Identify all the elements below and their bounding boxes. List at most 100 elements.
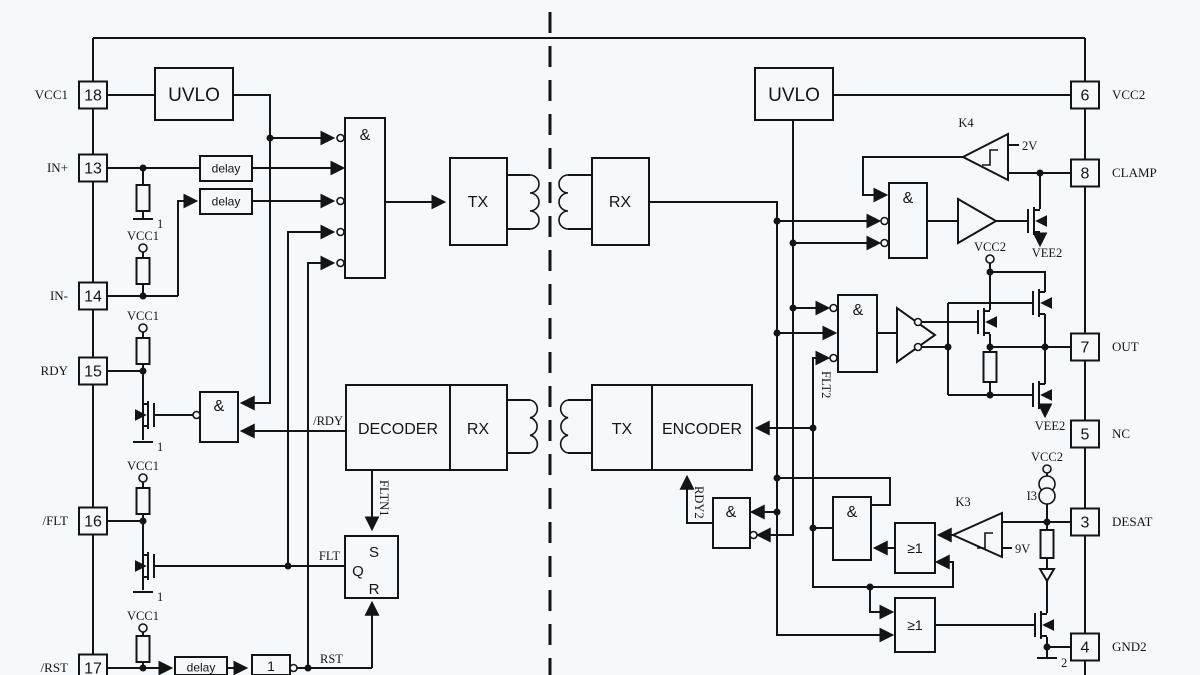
fault-and-gate: &	[832, 496, 872, 561]
uvlo1-block: UVLO	[154, 67, 234, 121]
pin-16-label: /FLT	[42, 513, 68, 528]
rx2-label: RX	[467, 421, 490, 438]
delay2-label: delay	[212, 195, 241, 209]
pin-15-number: 15	[84, 364, 102, 381]
pin-8: 8 CLAMP	[1070, 158, 1157, 188]
pin-4-number: 4	[1081, 640, 1090, 657]
clamp-mosfet	[1026, 207, 1048, 235]
desat-current-source-icon	[1038, 475, 1056, 505]
pin-6-label: VCC2	[1112, 87, 1145, 102]
gnd1-label-3: 1	[157, 590, 163, 604]
fltn1-label: FLTN1	[377, 480, 391, 516]
pin-5-label: NC	[1112, 426, 1130, 441]
gnd1-label-2: 1	[157, 440, 163, 454]
ref-2v-label: 2V	[1022, 139, 1037, 153]
tx1-block: TX	[449, 157, 508, 246]
vcc1-label-2: VCC1	[127, 309, 159, 323]
rdy2-label: RDY2	[692, 486, 706, 519]
pin-3-number: 3	[1081, 515, 1090, 532]
pin-6: 6 VCC2	[1070, 80, 1145, 110]
vcc1-label-4: VCC1	[127, 609, 159, 623]
pin-16: 16 /FLT	[42, 506, 108, 536]
input-and-gate-label: &	[360, 127, 371, 144]
tx2-label: TX	[612, 421, 633, 438]
pin-8-number: 8	[1081, 166, 1090, 183]
k3-label: K3	[955, 495, 970, 509]
pin-3-label: DESAT	[1112, 514, 1153, 529]
pin-13: 13 IN+	[47, 153, 108, 183]
blanking-or-gate: ≥1	[894, 597, 936, 653]
rst-delay-block: delay	[174, 656, 228, 675]
k4-label: K4	[958, 116, 974, 130]
flt-pulldown-mosfet	[133, 521, 155, 593]
encoder-label: ENCODER	[662, 421, 742, 438]
pin-15-label: RDY	[41, 363, 69, 378]
pin-16-number: 16	[84, 514, 102, 531]
tx1-label: TX	[468, 194, 489, 211]
rst-label: RST	[320, 652, 343, 666]
vcc1-label-3: VCC1	[127, 459, 159, 473]
driver-and-gate: &	[829, 294, 878, 373]
desat-blanking-diode	[1038, 568, 1056, 583]
decoder-rx-block: DECODER RX	[345, 384, 508, 471]
decoder-label: DECODER	[358, 421, 438, 438]
clamp-and-gate: &	[880, 182, 928, 259]
input-and-gate: &	[336, 117, 386, 279]
gnd2-label: 2	[1061, 656, 1067, 670]
pin-6-number: 6	[1081, 88, 1090, 105]
signal-labels: VCC1 VCC1 VCC1 VCC1 1 1 1 /RDY FLT RST F…	[127, 116, 1067, 670]
pin-17: 17 /RST	[41, 653, 108, 675]
pin-4-label: GND2	[1112, 639, 1147, 654]
ref-9v-label: 9V	[1015, 542, 1030, 556]
pin-8-label: CLAMP	[1112, 165, 1157, 180]
vee2-label-2: VEE2	[1035, 419, 1066, 433]
resistors	[135, 184, 1055, 663]
rdy-and-gate-label: &	[214, 398, 225, 415]
pin-15: 15 RDY	[41, 356, 108, 386]
vee2-label-1: VEE2	[1032, 246, 1063, 260]
pin-14-label: IN-	[50, 288, 68, 303]
clamp-and-gate-label: &	[903, 190, 914, 207]
rst-buffer-block: 1	[251, 654, 298, 675]
pin-17-label: /RST	[41, 660, 69, 675]
k4-comparator	[960, 132, 1009, 182]
pin-14-number: 14	[84, 289, 102, 306]
pin-13-label: IN+	[47, 160, 68, 175]
latch-set-label: S	[369, 544, 379, 561]
desat-or-gate-label: ≥1	[907, 540, 923, 556]
vcc1-label-1: VCC1	[127, 229, 159, 243]
pin-13-number: 13	[84, 161, 102, 178]
pin-17-number: 17	[84, 661, 102, 675]
gnd1-label-1: 1	[157, 217, 163, 231]
package-outline	[92, 37, 1086, 675]
pin-4: 4 GND2	[1070, 632, 1147, 662]
rx1-label: RX	[609, 194, 632, 211]
junction-dots	[139, 134, 1051, 672]
delay2-block: delay	[199, 188, 253, 215]
delay1-block: delay	[199, 155, 253, 182]
driver-and-gate-label: &	[853, 302, 864, 319]
output-driver-buffer	[896, 306, 937, 364]
vcc2-label-1: VCC2	[974, 240, 1006, 254]
pin-5-number: 5	[1081, 427, 1090, 444]
desat-or-gate: ≥1	[894, 522, 936, 574]
flt2-label: FLT2	[819, 371, 833, 398]
uvlo1-label: UVLO	[168, 85, 220, 106]
supply-terminals	[138, 243, 1052, 633]
tx-encoder-block: TX ENCODER	[591, 384, 753, 471]
clamp-buffer	[957, 197, 998, 245]
pin-14: 14 IN-	[50, 281, 108, 311]
pin-7: 7 OUT	[1070, 332, 1139, 362]
rdy2-and-gate-label: &	[726, 504, 737, 521]
vcc2-label-2: VCC2	[1031, 450, 1063, 464]
pin-18-number: 18	[84, 88, 102, 105]
rdy-pulldown-mosfet	[133, 371, 155, 443]
pin-7-number: 7	[1081, 340, 1090, 357]
flt-label: FLT	[319, 549, 340, 563]
k3-comparator	[950, 511, 1003, 559]
uvlo2-block: UVLO	[754, 67, 834, 121]
rdy-n-label: /RDY	[313, 414, 343, 428]
blanking-or-gate-label: ≥1	[907, 617, 923, 633]
pin-7-label: OUT	[1112, 339, 1139, 354]
